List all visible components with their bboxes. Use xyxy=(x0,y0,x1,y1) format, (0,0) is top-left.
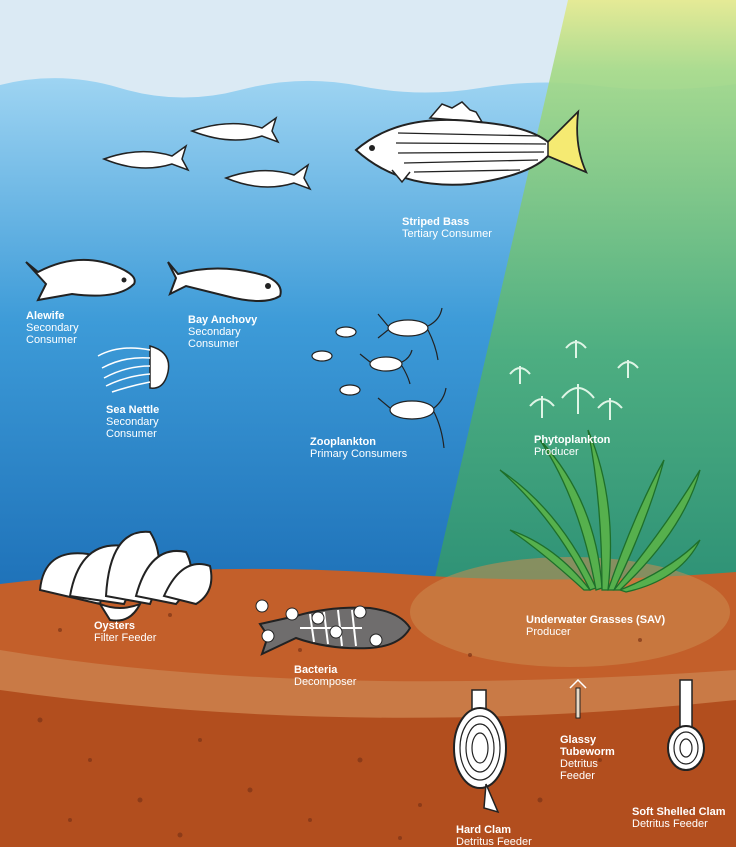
label-zooplankton: Zooplankton Primary Consumers xyxy=(310,436,407,460)
zooplankton-name: Zooplankton xyxy=(310,436,407,448)
glassy-tubeworm-name-line1: Glassy xyxy=(560,734,615,746)
alewife-role-line2: Consumer xyxy=(26,334,79,346)
phytoplankton-name: Phytoplankton xyxy=(534,434,610,446)
hard-clam-name: Hard Clam xyxy=(456,824,532,836)
label-phytoplankton: Phytoplankton Producer xyxy=(534,434,610,458)
striped-bass-name: Striped Bass xyxy=(402,216,492,228)
bacteria-role: Decomposer xyxy=(294,676,356,688)
underwater-grasses-name: Underwater Grasses (SAV) xyxy=(526,614,665,626)
label-bacteria: Bacteria Decomposer xyxy=(294,664,356,688)
sea-nettle-role-line2: Consumer xyxy=(106,428,159,440)
soft-shelled-clam-role: Detritus Feeder xyxy=(632,818,726,830)
label-striped-bass: Striped Bass Tertiary Consumer xyxy=(402,216,492,240)
label-underwater-grasses: Underwater Grasses (SAV) Producer xyxy=(526,614,665,638)
alewife-role-line1: Secondary xyxy=(26,322,79,334)
bay-anchovy-role-line1: Secondary xyxy=(188,326,257,338)
oysters-name: Oysters xyxy=(94,620,156,632)
sea-nettle-role-line1: Secondary xyxy=(106,416,159,428)
underwater-grasses-role: Producer xyxy=(526,626,665,638)
hard-clam-role: Detritus Feeder xyxy=(456,836,532,847)
label-alewife: Alewife Secondary Consumer xyxy=(26,310,79,346)
label-bay-anchovy: Bay Anchovy Secondary Consumer xyxy=(188,314,257,350)
glassy-tubeworm-name-line2: Tubeworm xyxy=(560,746,615,758)
label-hard-clam: Hard Clam Detritus Feeder xyxy=(456,824,532,847)
striped-bass-role: Tertiary Consumer xyxy=(402,228,492,240)
glassy-tubeworm-role-line2: Feeder xyxy=(560,770,615,782)
bacteria-name: Bacteria xyxy=(294,664,356,676)
sea-nettle-name: Sea Nettle xyxy=(106,404,159,416)
bay-anchovy-role-line2: Consumer xyxy=(188,338,257,350)
label-soft-shelled-clam: Soft Shelled Clam Detritus Feeder xyxy=(632,806,726,830)
bay-anchovy-name: Bay Anchovy xyxy=(188,314,257,326)
label-glassy-tubeworm: Glassy Tubeworm Detritus Feeder xyxy=(560,734,615,782)
oysters-role: Filter Feeder xyxy=(94,632,156,644)
label-sea-nettle: Sea Nettle Secondary Consumer xyxy=(106,404,159,440)
zooplankton-role: Primary Consumers xyxy=(310,448,407,460)
soft-shelled-clam-name: Soft Shelled Clam xyxy=(632,806,726,818)
label-oysters: Oysters Filter Feeder xyxy=(94,620,156,644)
alewife-name: Alewife xyxy=(26,310,79,322)
glassy-tubeworm-role-line1: Detritus xyxy=(560,758,615,770)
phytoplankton-role: Producer xyxy=(534,446,610,458)
